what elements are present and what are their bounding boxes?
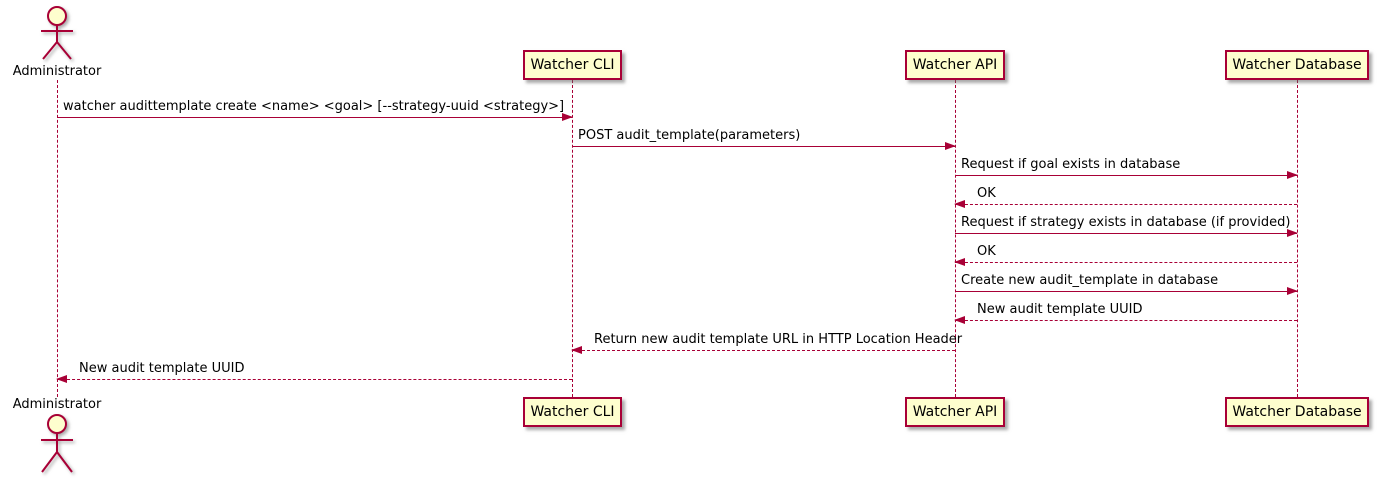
message-2-label: POST audit_template(parameters) <box>578 128 801 143</box>
message-1-label: watcher audittemplate create <name> <goa… <box>63 99 565 114</box>
arrow-right-icon <box>562 113 573 121</box>
message-5-line <box>955 233 1297 234</box>
message-8-label: New audit template UUID <box>977 302 1143 317</box>
arrow-left-icon <box>954 316 965 324</box>
message-9-line <box>572 350 955 351</box>
arrow-right-icon <box>1287 229 1298 237</box>
message-10-line <box>57 379 572 380</box>
arrow-left-icon <box>954 258 965 266</box>
lifeline-watcher-cli <box>572 80 573 397</box>
message-8-line <box>955 320 1297 321</box>
participant-watcher-cli-top: Watcher CLI <box>523 50 622 80</box>
message-4-label: OK <box>977 186 996 201</box>
actor-label-administrator-top: Administrator <box>12 64 102 79</box>
participant-watcher-api-bottom: Watcher API <box>905 397 1005 427</box>
message-4-line <box>955 204 1297 205</box>
arrow-right-icon <box>1287 171 1298 179</box>
message-6-label: OK <box>977 244 996 259</box>
message-3-line <box>955 175 1297 176</box>
arrow-left-icon <box>571 346 582 354</box>
message-10-label: New audit template UUID <box>79 361 245 376</box>
participant-watcher-cli-bottom: Watcher CLI <box>523 397 622 427</box>
message-7-label: Create new audit_template in database <box>961 273 1219 288</box>
arrow-left-icon <box>954 200 965 208</box>
actor-label-administrator-bottom: Administrator <box>12 397 102 412</box>
message-1-line <box>57 117 572 118</box>
lifeline-watcher-api <box>955 80 956 397</box>
arrow-right-icon <box>945 142 956 150</box>
participant-watcher-database-top: Watcher Database <box>1225 50 1369 80</box>
message-9-label: Return new audit template URL in HTTP Lo… <box>594 332 963 347</box>
arrow-right-icon <box>1287 287 1298 295</box>
message-5-label: Request if strategy exists in database (… <box>961 215 1291 230</box>
actor-administrator-bottom-icon <box>41 414 73 473</box>
actor-administrator-top-icon <box>41 6 73 60</box>
message-6-line <box>955 262 1297 263</box>
message-2-line <box>572 146 955 147</box>
lifeline-watcher-database <box>1297 80 1298 397</box>
lifeline-administrator <box>57 80 58 397</box>
arrow-left-icon <box>56 375 67 383</box>
message-3-label: Request if goal exists in database <box>961 157 1181 172</box>
participant-watcher-database-bottom: Watcher Database <box>1225 397 1369 427</box>
message-7-line <box>955 291 1297 292</box>
participant-watcher-api-top: Watcher API <box>905 50 1005 80</box>
